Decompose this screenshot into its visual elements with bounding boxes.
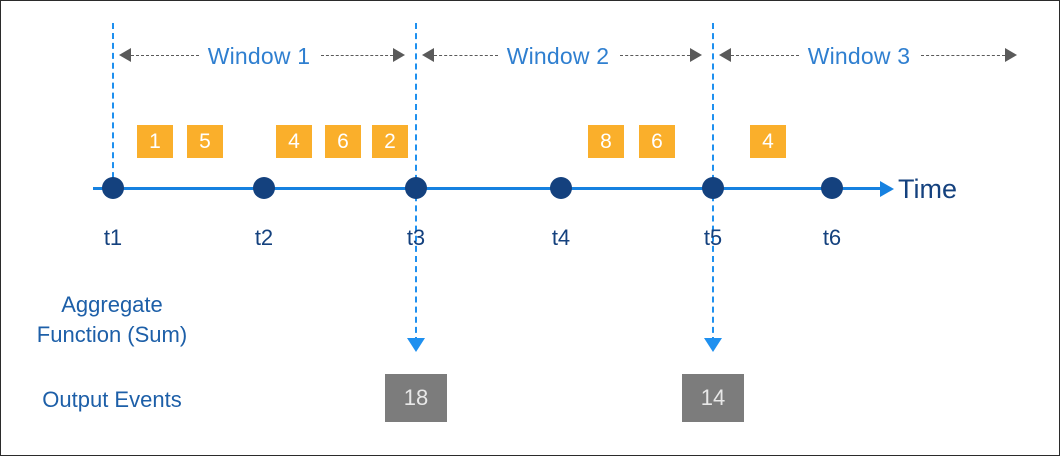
output-event-box[interactable]: 18 xyxy=(385,374,447,422)
event-dot-t3[interactable] xyxy=(405,177,427,199)
event-box[interactable]: 6 xyxy=(639,125,675,158)
event-box[interactable]: 6 xyxy=(325,125,361,158)
boundary-line-t1 xyxy=(112,23,114,188)
window-1-label: Window 1 xyxy=(207,43,311,69)
event-box[interactable]: 4 xyxy=(750,125,786,158)
window-3-left-arrow-icon xyxy=(719,48,731,62)
output-event-box[interactable]: 14 xyxy=(682,374,744,422)
tick-label-t2: t2 xyxy=(254,225,274,250)
window-1-right-arrow-icon xyxy=(393,48,405,62)
window-2-right-dash xyxy=(620,55,690,56)
timeline-axis xyxy=(93,187,883,190)
event-dot-t4[interactable] xyxy=(550,177,572,199)
event-dot-t5[interactable] xyxy=(702,177,724,199)
tick-label-t3: t3 xyxy=(406,225,426,250)
window-1-right-dash xyxy=(321,55,393,56)
output-events-label: Output Events xyxy=(42,387,182,412)
window-3-right-arrow-icon xyxy=(1005,48,1017,62)
window-2-right-arrow-icon xyxy=(690,48,702,62)
time-axis-label: Time xyxy=(898,174,957,204)
window-1-left-dash xyxy=(131,55,199,56)
event-dot-t2[interactable] xyxy=(253,177,275,199)
tick-label-t6: t6 xyxy=(822,225,842,250)
aggregate-function-label-line2: Function (Sum) xyxy=(36,322,188,347)
event-box[interactable]: 8 xyxy=(588,125,624,158)
window-1-left-arrow-icon xyxy=(119,48,131,62)
event-box[interactable]: 4 xyxy=(276,125,312,158)
boundary-arrow-t3-icon xyxy=(407,338,425,352)
event-dot-t1[interactable] xyxy=(102,177,124,199)
timeline-arrow-icon xyxy=(880,181,894,197)
window-2-label: Window 2 xyxy=(506,43,610,69)
tick-label-t1: t1 xyxy=(103,225,123,250)
event-box[interactable]: 2 xyxy=(372,125,408,158)
window-3-right-dash xyxy=(921,55,1005,56)
window-3-label: Window 3 xyxy=(807,43,911,69)
aggregate-function-label-line1: Aggregate xyxy=(61,292,163,317)
event-box[interactable]: 5 xyxy=(187,125,223,158)
window-3-left-dash xyxy=(731,55,799,56)
window-2-left-dash xyxy=(434,55,498,56)
event-dot-t6[interactable] xyxy=(821,177,843,199)
tick-label-t5: t5 xyxy=(703,225,723,250)
window-2-left-arrow-icon xyxy=(422,48,434,62)
tick-label-t4: t4 xyxy=(551,225,571,250)
event-box[interactable]: 1 xyxy=(137,125,173,158)
boundary-arrow-t5-icon xyxy=(704,338,722,352)
